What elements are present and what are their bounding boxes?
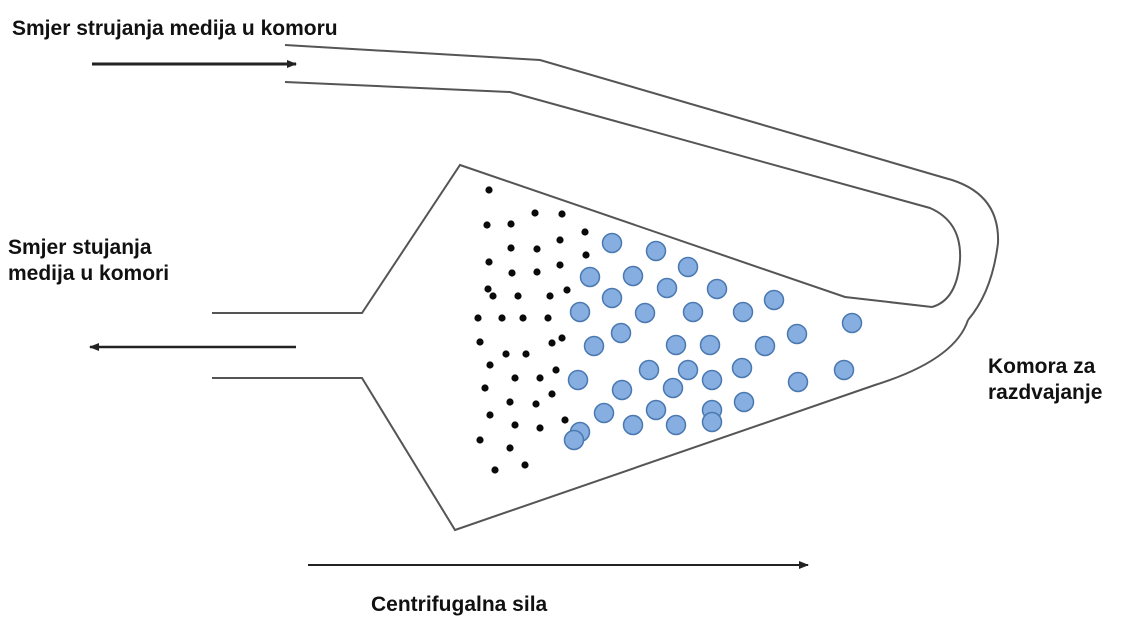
large-particle bbox=[662, 377, 684, 399]
small-particle bbox=[507, 244, 515, 252]
small-particle bbox=[552, 366, 560, 374]
large-particle bbox=[787, 371, 809, 393]
separation-chamber-outline bbox=[212, 163, 969, 532]
small-particle bbox=[556, 261, 564, 269]
large-particle bbox=[622, 414, 644, 436]
large-particle bbox=[611, 379, 633, 401]
separation-chamber-line-2: razdvajanje bbox=[988, 381, 1103, 404]
large-particle bbox=[665, 414, 687, 436]
small-particle bbox=[508, 269, 516, 277]
large-particle bbox=[601, 287, 623, 309]
small-particle bbox=[561, 416, 569, 424]
small-particle bbox=[556, 236, 564, 244]
large-particle bbox=[656, 277, 678, 299]
small-particle bbox=[533, 268, 541, 276]
small-particle bbox=[536, 374, 544, 382]
small-particle bbox=[511, 421, 519, 429]
large-particle bbox=[665, 334, 687, 356]
outflow-direction-label: Smjer stujanja medija u komori bbox=[8, 235, 169, 287]
large-particle bbox=[638, 359, 660, 381]
small-particle bbox=[514, 292, 522, 300]
small-particle bbox=[548, 339, 556, 347]
large-particle bbox=[645, 399, 667, 421]
large-particle bbox=[567, 369, 589, 391]
small-particle bbox=[536, 424, 544, 432]
inflow-direction-label: Smjer strujanja medija u komoru bbox=[12, 16, 338, 42]
inflow-direction-text: Smjer strujanja medija u komoru bbox=[12, 17, 338, 40]
large-particle bbox=[682, 301, 704, 323]
separation-chamber-label: Komora za razdvajanje bbox=[988, 354, 1102, 406]
small-particle bbox=[507, 220, 515, 228]
large-particle bbox=[731, 357, 753, 379]
large-particle bbox=[622, 265, 644, 287]
large-particle bbox=[841, 312, 863, 334]
large-particle bbox=[569, 301, 591, 323]
small-particle bbox=[491, 466, 499, 474]
large-particle bbox=[699, 334, 721, 356]
separation-chamber-line-1: Komora za bbox=[988, 355, 1096, 378]
large-particle bbox=[701, 411, 723, 433]
small-particle bbox=[476, 436, 484, 444]
small-particle bbox=[581, 228, 589, 236]
large-particle bbox=[786, 323, 808, 345]
small-particle bbox=[531, 209, 539, 217]
small-particle bbox=[563, 286, 571, 294]
small-particle bbox=[483, 221, 491, 229]
small-particle bbox=[502, 350, 510, 358]
large-particle bbox=[677, 359, 699, 381]
small-particle bbox=[519, 314, 527, 322]
large-particle bbox=[833, 359, 855, 381]
small-particle bbox=[485, 186, 493, 194]
small-particle bbox=[544, 314, 552, 322]
small-particle bbox=[486, 361, 494, 369]
small-particle bbox=[474, 314, 482, 322]
small-particle bbox=[498, 314, 506, 322]
small-particle bbox=[532, 400, 540, 408]
small-particle bbox=[521, 461, 529, 469]
inlet-tube-outer-wall bbox=[284, 44, 1000, 321]
large-particles bbox=[563, 232, 863, 451]
small-particle bbox=[486, 411, 494, 419]
large-particle bbox=[677, 256, 699, 278]
large-particle bbox=[732, 301, 754, 323]
large-particle bbox=[733, 391, 755, 413]
small-particle bbox=[511, 374, 519, 382]
small-particle bbox=[476, 338, 484, 346]
small-particle bbox=[533, 245, 541, 253]
large-particle bbox=[634, 302, 656, 324]
small-particle bbox=[546, 292, 554, 300]
large-particle bbox=[583, 335, 605, 357]
small-particle bbox=[484, 285, 492, 293]
small-particle bbox=[548, 390, 556, 398]
small-particles bbox=[474, 186, 590, 474]
centrifugal-force-text: Centrifugalna sila bbox=[371, 593, 548, 616]
small-particle bbox=[558, 334, 566, 342]
large-particle bbox=[754, 335, 776, 357]
inlet-tube-inner-wall bbox=[284, 81, 962, 308]
inlet-tube bbox=[284, 44, 1000, 321]
large-particle bbox=[563, 429, 585, 451]
small-particle bbox=[506, 398, 514, 406]
large-particle bbox=[763, 289, 785, 311]
large-particle bbox=[579, 266, 601, 288]
small-particle bbox=[522, 350, 530, 358]
small-particle bbox=[558, 210, 566, 218]
large-particle bbox=[701, 369, 723, 391]
outflow-direction-line-1: Smjer stujanja bbox=[8, 236, 152, 259]
small-particle bbox=[489, 292, 497, 300]
outflow-direction-line-2: medija u komori bbox=[8, 262, 170, 285]
large-particle bbox=[610, 322, 632, 344]
large-particle bbox=[645, 240, 667, 262]
small-particle bbox=[481, 384, 489, 392]
large-particle bbox=[706, 278, 728, 300]
small-particle bbox=[485, 258, 493, 266]
large-particle bbox=[601, 232, 623, 254]
large-particle bbox=[593, 402, 615, 424]
small-particle bbox=[582, 251, 590, 259]
centrifugal-force-label: Centrifugalna sila bbox=[371, 592, 547, 618]
small-particle bbox=[506, 444, 514, 452]
